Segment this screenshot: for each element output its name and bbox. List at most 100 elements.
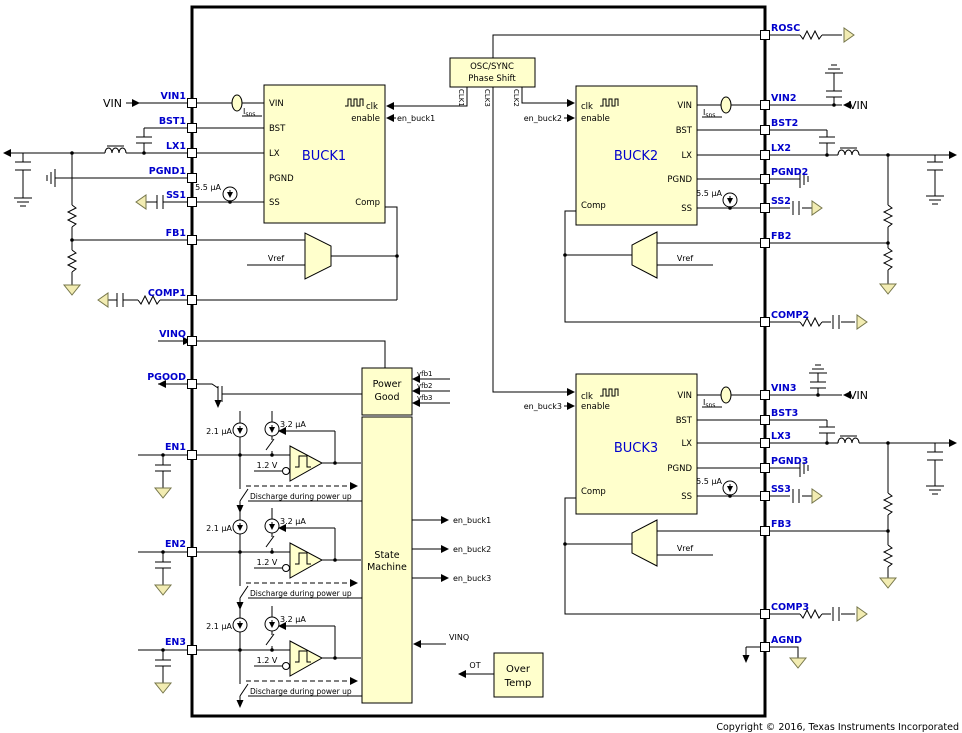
pin-en3 — [187, 645, 197, 655]
pin-label-comp1: COMP1 — [148, 288, 186, 299]
state-machine-line1: State — [374, 550, 399, 561]
buck1-inductor — [104, 147, 127, 154]
over-temp-line2: Temp — [504, 678, 532, 689]
junction-dots — [70, 103, 890, 546]
pin-bst1 — [187, 123, 197, 133]
pin-label-fb3: FB3 — [771, 519, 791, 530]
pin-fb1 — [187, 235, 197, 245]
pin-label-vinq: VINQ — [159, 329, 186, 340]
pin-comp2 — [760, 317, 770, 327]
gnd-triangle-rosc — [843, 27, 855, 43]
vref2-label: Vref — [677, 254, 694, 263]
en1-comparator-cell — [137, 410, 363, 514]
vinq-internal-label: VINQ — [449, 633, 469, 642]
en-buck2-label: en_buck2 — [524, 114, 562, 123]
vref3-label: Vref — [677, 544, 694, 553]
buck2-port-clk: clk — [581, 102, 593, 112]
en-buck3-label: en_buck3 — [524, 402, 562, 411]
buck1-port-comp: Comp — [355, 198, 380, 208]
clk3-label: CLK3 — [483, 89, 491, 107]
clock-waveform-icon — [600, 388, 619, 397]
clk2-label: CLK2 — [512, 89, 520, 107]
vfb2-label: vfb2 — [417, 382, 433, 390]
pin-vin1 — [187, 98, 197, 108]
buck3-port-lx: LX — [681, 439, 692, 449]
pin-label-lx2: LX2 — [771, 143, 791, 154]
pin-label-ss3: SS3 — [771, 484, 791, 495]
pin-labels: VIN1 BST1 LX1 PGND1 SS1 FB1 COMP1 VINQ P… — [147, 23, 809, 648]
buck3-port-comp: Comp — [581, 487, 606, 497]
buck1-port-pgnd: PGND — [269, 174, 294, 184]
pins — [187, 30, 770, 655]
vref1-label: Vref — [268, 254, 285, 263]
pin-label-ss1: SS1 — [166, 190, 186, 201]
pin-label-en2: EN2 — [165, 539, 186, 550]
pin-comp1 — [187, 295, 197, 305]
clock-waveform-icon — [345, 98, 364, 107]
osc-sync-block — [449, 57, 536, 88]
buck3-block — [575, 373, 698, 515]
pin-bst2 — [760, 125, 770, 135]
ss2-current-label: 5.5 µA — [696, 189, 722, 198]
pin-label-comp2: COMP2 — [771, 310, 809, 321]
ot-label: OT — [469, 661, 480, 670]
current-sense-3 — [720, 386, 732, 404]
ground-triangles — [62, 27, 898, 669]
buck1-resistors — [66, 204, 161, 306]
pin-label-en3: EN3 — [165, 637, 186, 648]
vin-source-label-1: VIN — [103, 97, 122, 110]
gnd-triangle-ss3 — [811, 488, 823, 504]
buck3-port-bst: BST — [676, 416, 693, 426]
buck1-block — [263, 84, 386, 224]
pin-fb3 — [760, 526, 770, 536]
ss3-current-label: 5.5 µA — [696, 477, 722, 486]
pin-lx1 — [187, 148, 197, 158]
gnd-triangle-comp3 — [856, 606, 868, 622]
buck3-port-pgnd: PGND — [667, 464, 692, 474]
vin-source-label-2: VIN — [849, 99, 868, 112]
vinq-pgood-wires — [158, 340, 386, 405]
pin-label-rosc: ROSC — [771, 23, 800, 34]
buck1-port-enable: enable — [351, 114, 380, 124]
pin-label-ss2: SS2 — [771, 196, 791, 207]
error-amp-2 — [631, 231, 658, 279]
pin-pgnd2 — [760, 174, 770, 184]
power-good-line1: Power — [373, 379, 402, 390]
sm-out-en-buck3: en_buck3 — [453, 574, 491, 583]
en-buck1-label: en_buck1 — [397, 114, 435, 123]
buck1-port-clk: clk — [366, 102, 378, 112]
power-good-block — [361, 367, 413, 416]
pin-ss2 — [760, 203, 770, 213]
pin-vin2 — [760, 100, 770, 110]
pin-fb2 — [760, 238, 770, 248]
block-titles: BUCK1 BUCK2 BUCK3 OSC/SYNC Phase Shift P… — [302, 62, 658, 689]
port-labels: VIN BST LX PGND SS clk enable Comp VIN B… — [269, 98, 693, 502]
isns2-label: Isns — [703, 108, 715, 119]
gnd-triangle-fb3 — [878, 577, 898, 589]
buck3-port-vin: VIN — [677, 391, 692, 401]
pin-vinq — [187, 336, 197, 346]
error-amp-3 — [631, 519, 658, 567]
buck3-inductor — [837, 437, 860, 444]
vin-source-label-3: VIN — [849, 389, 868, 402]
pin-lx3 — [760, 438, 770, 448]
pin-label-bst2: BST2 — [771, 118, 798, 129]
current-sense-2 — [720, 96, 732, 114]
buck2-port-comp: Comp — [581, 201, 606, 211]
clk1-label: CLK1 — [457, 89, 465, 107]
pin-label-vin2: VIN2 — [771, 93, 796, 104]
pin-label-lx3: LX3 — [771, 431, 791, 442]
buck2-port-lx: LX — [681, 151, 692, 161]
pin-vin3 — [760, 390, 770, 400]
pin-label-bst1: BST1 — [159, 116, 186, 127]
buck2-inductor — [837, 149, 860, 156]
error-amp-1 — [304, 232, 332, 280]
pin-label-lx1: LX1 — [166, 141, 186, 152]
state-machine-block — [361, 416, 413, 704]
pin-comp3 — [760, 609, 770, 619]
pg-sm-wires — [412, 378, 494, 675]
isns3-label: Isns — [703, 398, 715, 409]
buck1-title: BUCK1 — [302, 149, 346, 164]
isns1-label: Isns — [243, 107, 255, 118]
